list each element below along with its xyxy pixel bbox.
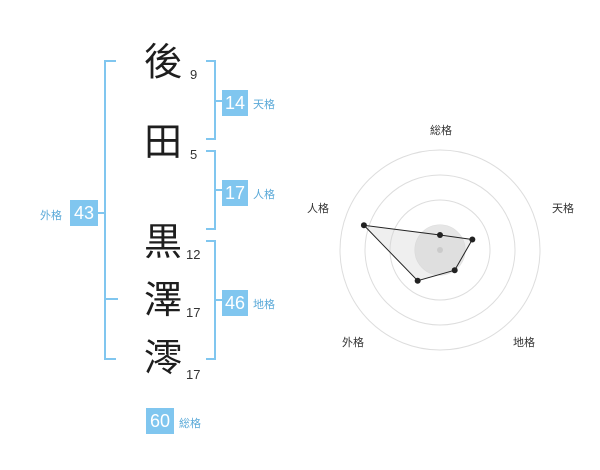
gaikaku-badge: 43 [70,200,98,226]
chikaku-bracket [206,240,216,360]
tenkaku-label: 天格 [253,98,275,111]
gaikaku-bracket-middle [106,298,118,300]
radar-center-dot [437,247,443,253]
char-3: 黒 [144,220,183,264]
char-2: 田 [144,120,183,164]
data-point-人格 [360,222,367,229]
chikaku-label: 地格 [253,298,275,311]
char-5: 澪 [144,336,183,380]
tenkaku-badge: 14 [222,90,248,116]
stroke-count-4: 17 [186,305,201,320]
chikaku-bracket-tick [216,299,222,301]
gaikaku-bracket-tick [98,212,104,214]
radar-ring-2 [389,199,491,301]
stroke-count-3: 12 [186,247,201,262]
tenkaku-bracket [206,60,216,140]
soukaku-label: 総格 [179,417,201,430]
stroke-count-2: 5 [190,147,198,162]
radar-ring-3 [364,174,516,326]
char-4: 澤 [144,278,183,322]
axis-label-gaikaku: 外格 [342,335,364,349]
data-point-地格 [451,267,458,274]
stroke-count-5: 17 [186,367,201,382]
jinkaku-label: 人格 [253,188,275,201]
jinkaku-bracket [206,150,216,230]
gaikaku-label: 外格 [40,209,62,222]
jinkaku-bracket-tick [216,189,222,191]
data-point-総格 [437,232,443,238]
axis-label-chikaku: 地格 [513,335,535,349]
axis-label-tenkaku: 天格 [552,201,574,215]
jinkaku-badge: 17 [222,180,248,206]
stroke-count-1: 9 [190,67,198,82]
data-point-天格 [469,236,476,243]
chikaku-badge: 46 [222,290,248,316]
data-area [362,224,474,282]
gaikaku-bracket [104,60,116,360]
data-point-外格 [414,277,421,284]
tenkaku-bracket-tick [216,100,222,102]
soukaku-badge: 60 [146,408,174,434]
radar-ring-4 [339,149,541,351]
axis-label-soukaku: 総格 [430,123,452,137]
axis-label-jinkaku: 人格 [307,201,329,215]
char-1: 後 [144,40,183,84]
